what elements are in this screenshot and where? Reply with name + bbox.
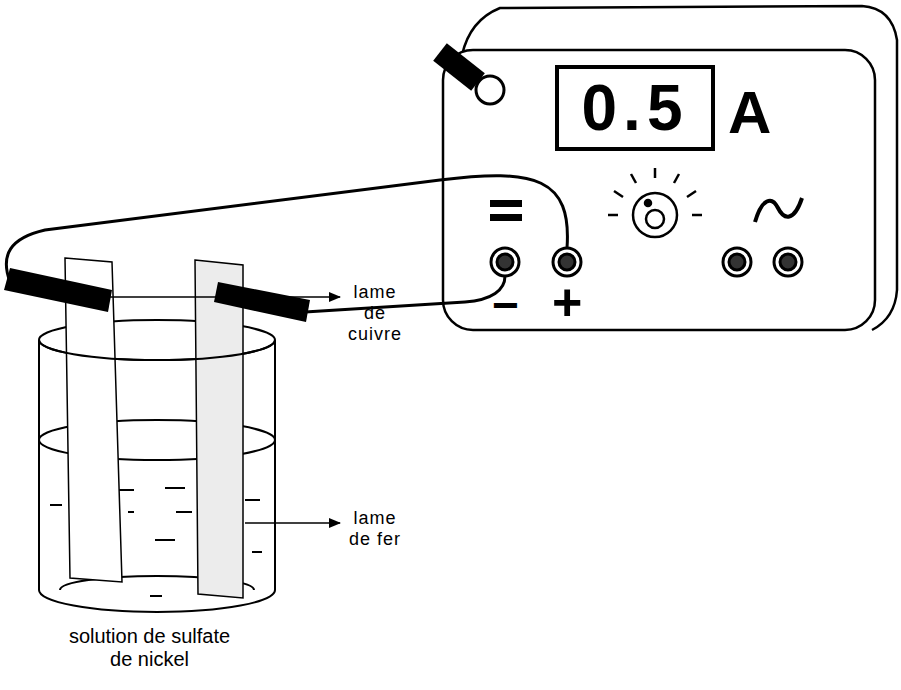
voltage-knob — [608, 168, 702, 237]
dc-symbol — [490, 214, 522, 221]
cable — [440, 52, 478, 82]
clip — [4, 268, 112, 312]
part-label: lame de cuivre — [346, 282, 404, 345]
beaker-rim — [39, 340, 275, 360]
wire — [6, 176, 567, 282]
terminal-sign: − — [492, 282, 519, 328]
leader-arrow — [90, 296, 340, 298]
unit-label: A — [728, 78, 771, 148]
knob — [476, 76, 504, 104]
clip — [214, 282, 310, 322]
part-label: lame de fer — [346, 508, 404, 550]
caption-label: solution de sulfate de nickel — [62, 625, 237, 671]
terminal-sign: + — [552, 276, 582, 328]
display-readout: 0.5 — [555, 65, 715, 151]
dc-symbol — [490, 200, 522, 207]
wire — [305, 276, 505, 312]
iron-plate — [195, 260, 243, 598]
power-supply — [443, 6, 897, 330]
terminal — [491, 248, 802, 276]
readout-text: 0.5 — [582, 71, 689, 145]
ac-symbol — [755, 198, 802, 222]
leader-arrow — [245, 522, 340, 524]
